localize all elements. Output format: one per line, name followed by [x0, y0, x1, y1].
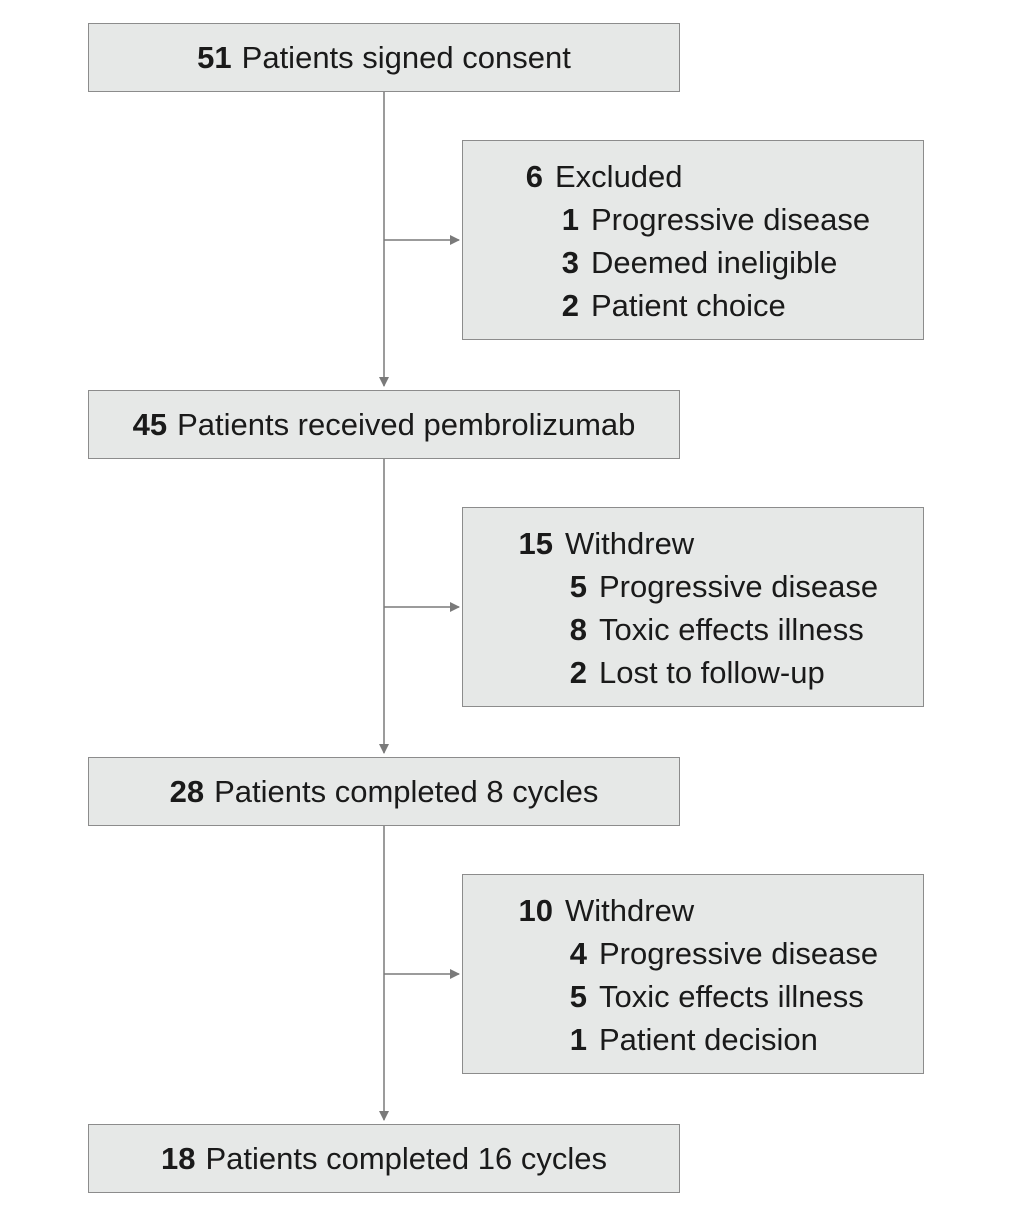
reason-label: Progressive disease: [599, 936, 879, 971]
exit-reason: 5 Progressive disease: [565, 565, 878, 608]
step-count: 45: [132, 406, 168, 442]
reason-label: Patient choice: [591, 288, 786, 323]
reason-label: Toxic effects illness: [599, 612, 864, 647]
reason-count: 2: [561, 288, 579, 323]
exit-header: 6 Excluded: [521, 155, 683, 198]
exit-box-excluded: 6 Excluded 1 Progressive disease 3 Deemed i…: [462, 140, 924, 340]
step-label: Patients signed consent: [241, 39, 571, 75]
exit-reason: 8 Toxic effects illness: [565, 608, 864, 651]
step-box-consent: 51 Patients signed consent: [88, 23, 680, 92]
exit-header: 15 Withdrew: [513, 522, 695, 565]
exit-count: 15: [518, 526, 553, 561]
reason-label: Deemed ineligible: [591, 245, 838, 280]
exit-reason: 3 Deemed ineligible: [557, 241, 838, 284]
exit-label: Withdrew: [565, 526, 695, 561]
exit-reason: 1 Patient decision: [565, 1018, 818, 1061]
step-count: 28: [169, 773, 205, 809]
reason-count: 1: [569, 1022, 587, 1057]
step-count: 18: [161, 1140, 196, 1176]
exit-label: Withdrew: [565, 893, 695, 928]
reason-label: Progressive disease: [591, 202, 871, 237]
exit-label: Excluded: [555, 159, 683, 194]
exit-box-withdrew-1: 15 Withdrew 5 Progressive disease 8 Toxic e…: [462, 507, 924, 707]
exit-header: 10 Withdrew: [513, 889, 695, 932]
reason-count: 3: [561, 245, 579, 280]
exit-reason: 5 Toxic effects illness: [565, 975, 864, 1018]
reason-count: 1: [561, 202, 579, 237]
reason-count: 8: [569, 612, 587, 647]
exit-reason: 4 Progressive disease: [565, 932, 878, 975]
exit-count: 10: [518, 893, 553, 928]
reason-count: 2: [569, 655, 587, 690]
reason-label: Patient decision: [599, 1022, 818, 1057]
reason-label: Toxic effects illness: [599, 979, 864, 1014]
exit-reason: 2 Patient choice: [557, 284, 786, 327]
step-label: Patients received pembrolizumab: [177, 406, 636, 442]
step-box-8-cycles: 28 Patients completed 8 cycles: [88, 757, 680, 826]
exit-reason: 1 Progressive disease: [557, 198, 870, 241]
reason-count: 5: [569, 569, 587, 604]
step-count: 51: [197, 39, 232, 75]
exit-count: 6: [525, 159, 543, 194]
step-box-16-cycles: 18 Patients completed 16 cycles: [88, 1124, 680, 1193]
step-label: Patients completed 8 cycles: [214, 773, 599, 809]
exit-box-withdrew-2: 10 Withdrew 4 Progressive disease 5 Toxic e…: [462, 874, 924, 1074]
step-label: Patients completed 16 cycles: [205, 1140, 607, 1176]
reason-count: 4: [569, 936, 587, 971]
reason-label: Lost to follow-up: [599, 655, 825, 690]
reason-label: Progressive disease: [599, 569, 879, 604]
exit-reason: 2 Lost to follow-up: [565, 651, 825, 694]
reason-count: 5: [569, 979, 587, 1014]
step-box-received: 45 Patients received pembrolizumab: [88, 390, 680, 459]
